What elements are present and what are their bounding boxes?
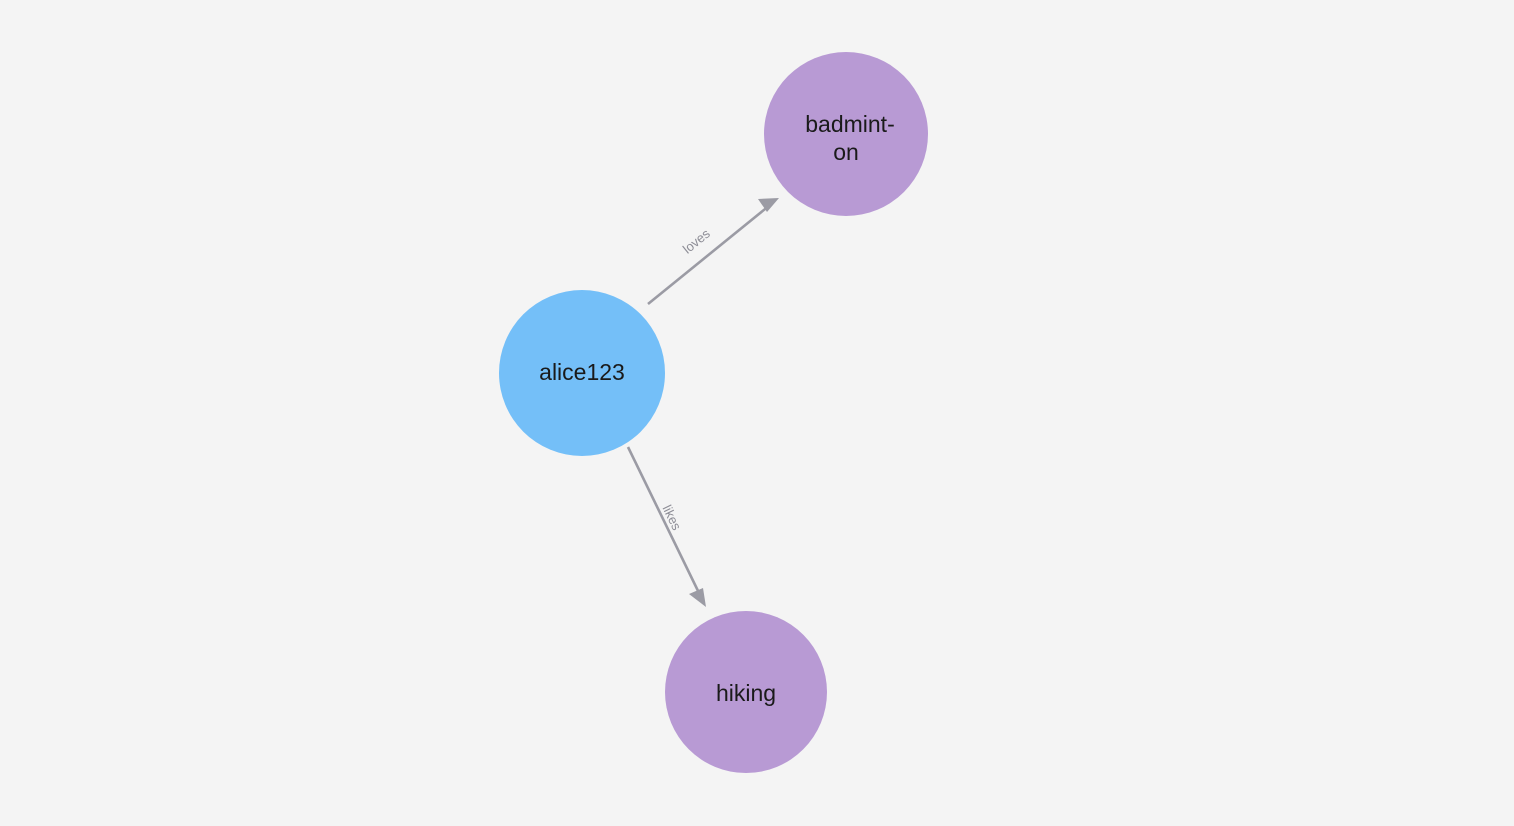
edge-arrowhead-likes	[689, 588, 706, 607]
node-hiking[interactable]: hiking	[665, 611, 827, 773]
edge-line-loves[interactable]	[647, 203, 771, 306]
node-circle-badminton[interactable]	[764, 52, 928, 216]
edge-alice123-loves-badminton[interactable]: loves	[647, 198, 779, 306]
edge-arrowhead-loves	[758, 198, 779, 212]
node-alice123[interactable]: alice123	[499, 290, 665, 456]
node-circle-hiking[interactable]	[665, 611, 827, 773]
edge-alice123-likes-hiking[interactable]: likes	[626, 446, 706, 607]
edge-line-likes[interactable]	[626, 446, 702, 596]
edge-label-loves: loves	[680, 225, 713, 256]
node-circle-alice123[interactable]	[499, 290, 665, 456]
nodes-layer: alice123 badmint- on hiking	[499, 52, 928, 773]
node-badminton[interactable]: badmint- on	[764, 52, 928, 216]
